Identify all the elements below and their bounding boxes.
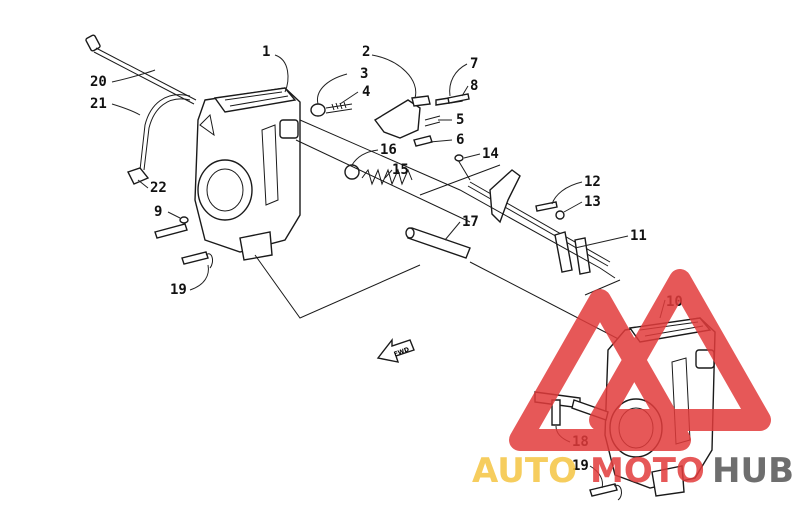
callout-9: 9	[154, 204, 162, 220]
callout-14: 14	[482, 146, 499, 162]
callout-11: 11	[630, 228, 647, 244]
washer-13	[555, 210, 565, 220]
callout-17: 17	[462, 214, 479, 230]
screw-19a	[181, 251, 214, 269]
return-spring	[361, 168, 413, 186]
linkage-parts	[310, 93, 470, 147]
arrow-label: FWD	[393, 346, 410, 358]
watermark-logo: AUTO MOTO HUB	[472, 269, 794, 491]
callout-7: 7	[470, 56, 478, 72]
callout-13: 13	[584, 194, 601, 210]
callout-19-right: 19	[572, 458, 589, 474]
callout-22: 22	[150, 180, 167, 196]
sleeve-16	[344, 164, 360, 180]
callout-8: 8	[470, 78, 478, 94]
callout-19-left: 19	[170, 282, 187, 298]
callout-2: 2	[362, 44, 370, 60]
long-bolt	[85, 34, 197, 105]
screw-19b	[589, 483, 622, 501]
callout-3: 3	[360, 66, 368, 82]
direction-arrow: FWD	[376, 337, 415, 363]
watermark-part1: AUTO	[472, 451, 577, 491]
watermark-part2: MOTO	[590, 451, 705, 491]
callout-5: 5	[456, 112, 464, 128]
callout-4: 4	[362, 84, 370, 100]
carburetor-left	[194, 87, 301, 261]
callout-15: 15	[392, 162, 409, 178]
sleeve-17	[405, 227, 471, 259]
callout-20: 20	[90, 74, 107, 90]
callout-12: 12	[584, 174, 601, 190]
callout-21: 21	[90, 96, 107, 112]
assembly-outline	[254, 119, 631, 346]
callout-6: 6	[456, 132, 464, 148]
fuel-hose	[127, 94, 191, 185]
screw-12	[535, 201, 558, 212]
screw-9	[154, 216, 189, 239]
callout-1: 1	[262, 44, 270, 60]
callout-16: 16	[380, 142, 397, 158]
watermark-part3: HUB	[712, 451, 794, 491]
